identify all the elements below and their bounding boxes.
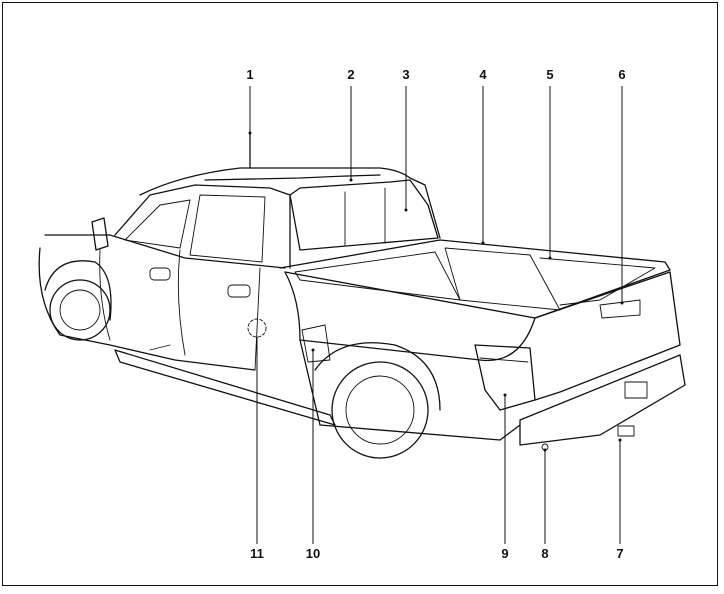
callout-5: 5 xyxy=(546,67,553,82)
callout-4: 4 xyxy=(479,67,487,82)
callout-6: 6 xyxy=(618,67,625,82)
callout-3: 3 xyxy=(402,67,409,82)
callout-8: 8 xyxy=(541,546,548,561)
callout-labels: 1 2 3 4 5 6 7 8 9 10 11 xyxy=(246,67,625,561)
callout-11: 11 xyxy=(250,546,264,561)
callout-2: 2 xyxy=(347,67,354,82)
callout-10: 10 xyxy=(306,546,320,561)
callout-7: 7 xyxy=(616,546,623,561)
truck-illustration xyxy=(39,133,685,458)
callout-1: 1 xyxy=(246,67,253,82)
callout-9: 9 xyxy=(501,546,508,561)
leader-lines xyxy=(249,86,624,544)
